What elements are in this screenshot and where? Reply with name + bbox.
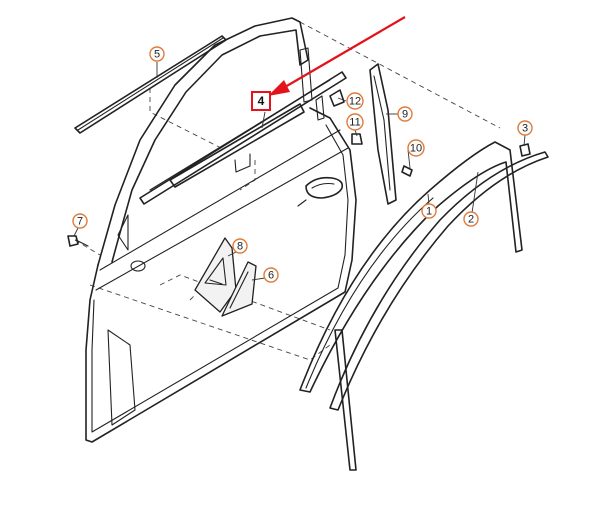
callout-number: 3	[522, 123, 528, 135]
callout-8: 8	[232, 238, 248, 254]
assembly-guide-lines	[74, 21, 501, 361]
door-frame-moulding-1	[299, 141, 523, 393]
callout-number: 7	[77, 216, 83, 228]
callout-7: 7	[72, 213, 88, 229]
callout-number: 1	[426, 206, 432, 218]
callout-5: 5	[149, 46, 165, 62]
callout-3: 3	[517, 120, 533, 136]
window-channel	[369, 63, 397, 205]
door-frame-moulding-2	[329, 151, 549, 471]
callout-1: 1	[421, 203, 437, 219]
callout-number: 10	[410, 143, 422, 155]
callout-number: 9	[402, 109, 408, 121]
callout-number: 2	[468, 214, 474, 226]
callout-number: 6	[268, 270, 274, 282]
callout-9: 9	[397, 106, 413, 122]
callout-2: 2	[463, 211, 479, 227]
highlighted-part-label: 4	[251, 91, 271, 111]
callout-6: 6	[263, 267, 279, 283]
red-indicator-arrow	[268, 16, 406, 96]
clip-part-3	[519, 143, 531, 157]
callout-number: 12	[349, 96, 361, 108]
callout-12: 12	[346, 92, 364, 110]
mirror-bracket	[194, 237, 237, 313]
highlighted-part-number: 4	[258, 94, 265, 108]
callout-number: 8	[237, 241, 243, 253]
callout-number: 5	[154, 49, 160, 61]
triangle-trim	[221, 261, 257, 317]
small-clips	[299, 47, 413, 177]
bolt-part-7	[67, 235, 89, 247]
front-door-shell	[85, 17, 357, 443]
leader-lines	[73, 62, 526, 281]
inner-belt-weatherstrip	[139, 71, 347, 205]
callout-10: 10	[407, 139, 425, 157]
outer-belt-moulding	[74, 35, 227, 134]
callout-number: 11	[349, 117, 360, 129]
callout-11: 11	[346, 113, 364, 131]
